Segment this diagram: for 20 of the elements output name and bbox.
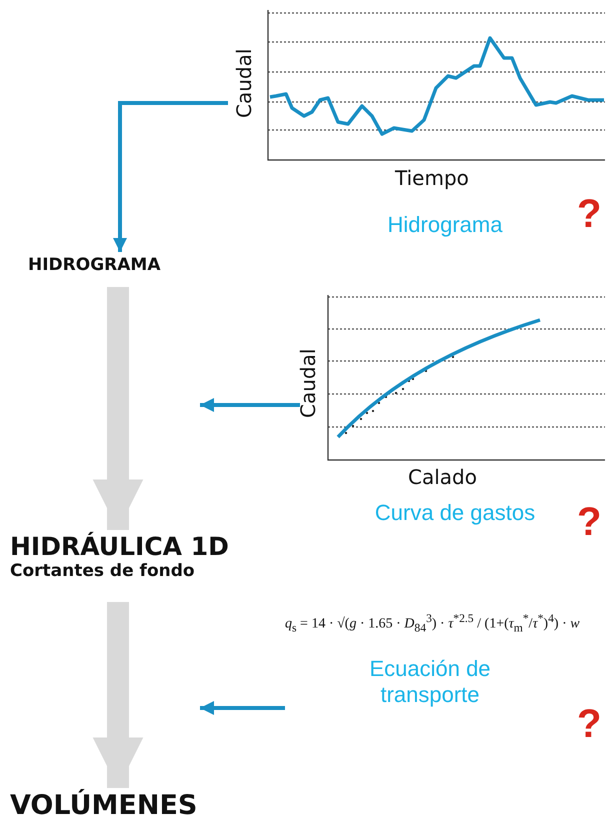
- arrow: [200, 398, 300, 412]
- node-label: Curva de gastos: [374, 500, 536, 526]
- arrow: [92, 602, 144, 788]
- node-label: Ecuación de transporte: [368, 656, 492, 708]
- question-mark: ?: [577, 192, 602, 237]
- arrow: [92, 287, 144, 530]
- step-heading: HIDRÁULICA 1D: [10, 532, 229, 561]
- subheading: Cortantes de fondo: [10, 561, 195, 581]
- question-mark: ?: [577, 702, 602, 747]
- axis-title: Calado: [408, 465, 477, 489]
- formula: q$_{s}$ = 14 · √(g · 1.65 · D$_{84}$$^{3}$) · τ$^{*2.5}$ / (1+(τ$_{m}$$^{*}$/τ$^{*}$)$^{4}$) · w: [285, 612, 580, 634]
- axis-title: Caudal: [232, 48, 256, 118]
- node-label: Hidrograma: [386, 212, 504, 238]
- arrow: [200, 701, 285, 715]
- arrow: [113, 101, 228, 252]
- step-heading: HIDROGRAMA: [28, 255, 160, 275]
- step-heading: VOLÚMENES: [10, 790, 198, 821]
- question-mark: ?: [577, 500, 602, 545]
- axis-title: Tiempo: [395, 166, 469, 190]
- axis-title: Caudal: [296, 348, 320, 418]
